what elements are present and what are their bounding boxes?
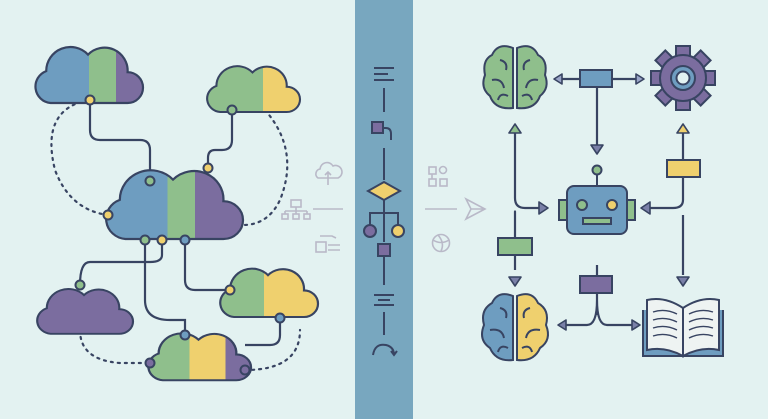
decision-diamond-icon bbox=[365, 180, 403, 202]
align-icon bbox=[374, 67, 394, 81]
connector-boxes bbox=[497, 69, 701, 294]
process-square-icon bbox=[377, 243, 391, 257]
cloud-bottom-center bbox=[147, 332, 253, 382]
hierarchy-icon bbox=[281, 199, 311, 220]
cloud-upload-icon bbox=[315, 161, 343, 185]
right-connectors bbox=[513, 77, 685, 327]
globe-icon bbox=[431, 233, 451, 253]
loop-arrow-icon bbox=[372, 343, 398, 357]
brain-two-tone-icon bbox=[481, 293, 549, 362]
robot-icon bbox=[558, 164, 636, 235]
gear-icon bbox=[650, 45, 716, 111]
align-icon bbox=[374, 294, 394, 306]
cloud-central bbox=[105, 169, 245, 241]
side-icons bbox=[281, 161, 487, 253]
list-icon bbox=[315, 235, 340, 253]
open-book-icon bbox=[642, 298, 724, 358]
connector-icon bbox=[371, 121, 384, 134]
branch-icon bbox=[363, 200, 405, 242]
arrowheads bbox=[508, 73, 690, 331]
brain-icon bbox=[482, 45, 548, 110]
cloud-top-right bbox=[206, 65, 302, 114]
cloud-connectors bbox=[50, 98, 302, 372]
cloud-bottom-left bbox=[36, 287, 135, 335]
cloud-bottom-right bbox=[219, 267, 320, 319]
connector-dots bbox=[74, 94, 286, 376]
flowchart-icon bbox=[428, 165, 448, 187]
send-icon bbox=[464, 197, 487, 221]
center-flow bbox=[363, 67, 405, 357]
